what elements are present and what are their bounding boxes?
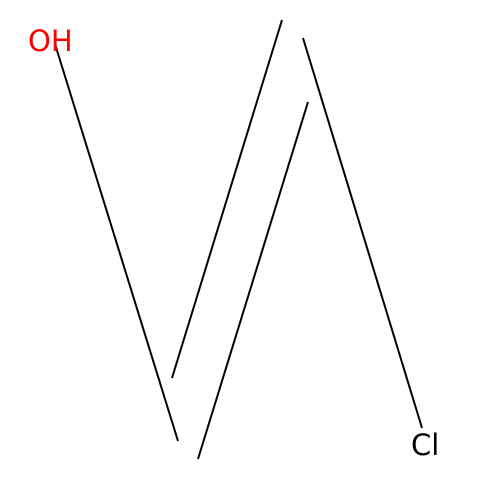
atom-label-chlorine: Cl <box>411 428 439 462</box>
bond-double-carbon-carbon-inner <box>171 19 283 379</box>
bond-oxygen-carbon <box>54 43 179 442</box>
bond-carbon-chlorine <box>302 37 423 429</box>
bond-double-carbon-carbon-outer <box>197 101 309 460</box>
atom-label-hydroxyl: OH <box>28 24 73 58</box>
